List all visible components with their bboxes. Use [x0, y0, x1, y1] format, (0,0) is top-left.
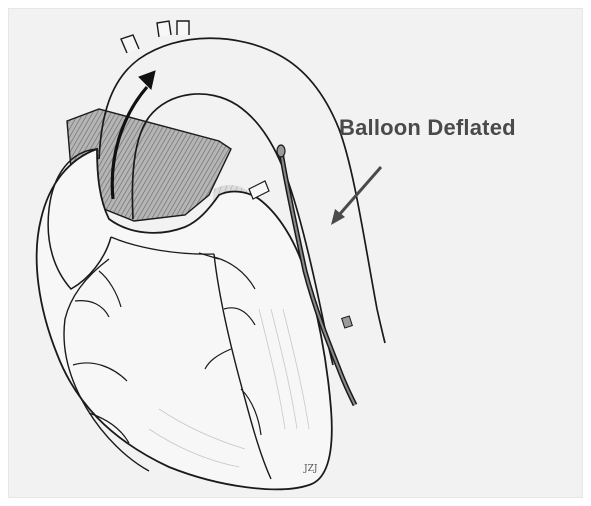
- balloon-tip: [277, 145, 285, 157]
- aortic-branch-1: [121, 35, 139, 53]
- callout-pointer: [339, 167, 381, 215]
- diagram-frame: Balloon Deflated JZJ: [8, 8, 583, 498]
- heart-illustration: [9, 9, 583, 498]
- aortic-branch-side: [249, 181, 269, 199]
- aortic-branch-2: [157, 21, 171, 37]
- balloon-marker: [342, 316, 353, 328]
- aortic-branch-3: [177, 21, 189, 35]
- flow-arrow-head: [139, 71, 155, 89]
- balloon-deflated-label: Balloon Deflated: [339, 115, 516, 141]
- artist-signature: JZJ: [304, 464, 317, 474]
